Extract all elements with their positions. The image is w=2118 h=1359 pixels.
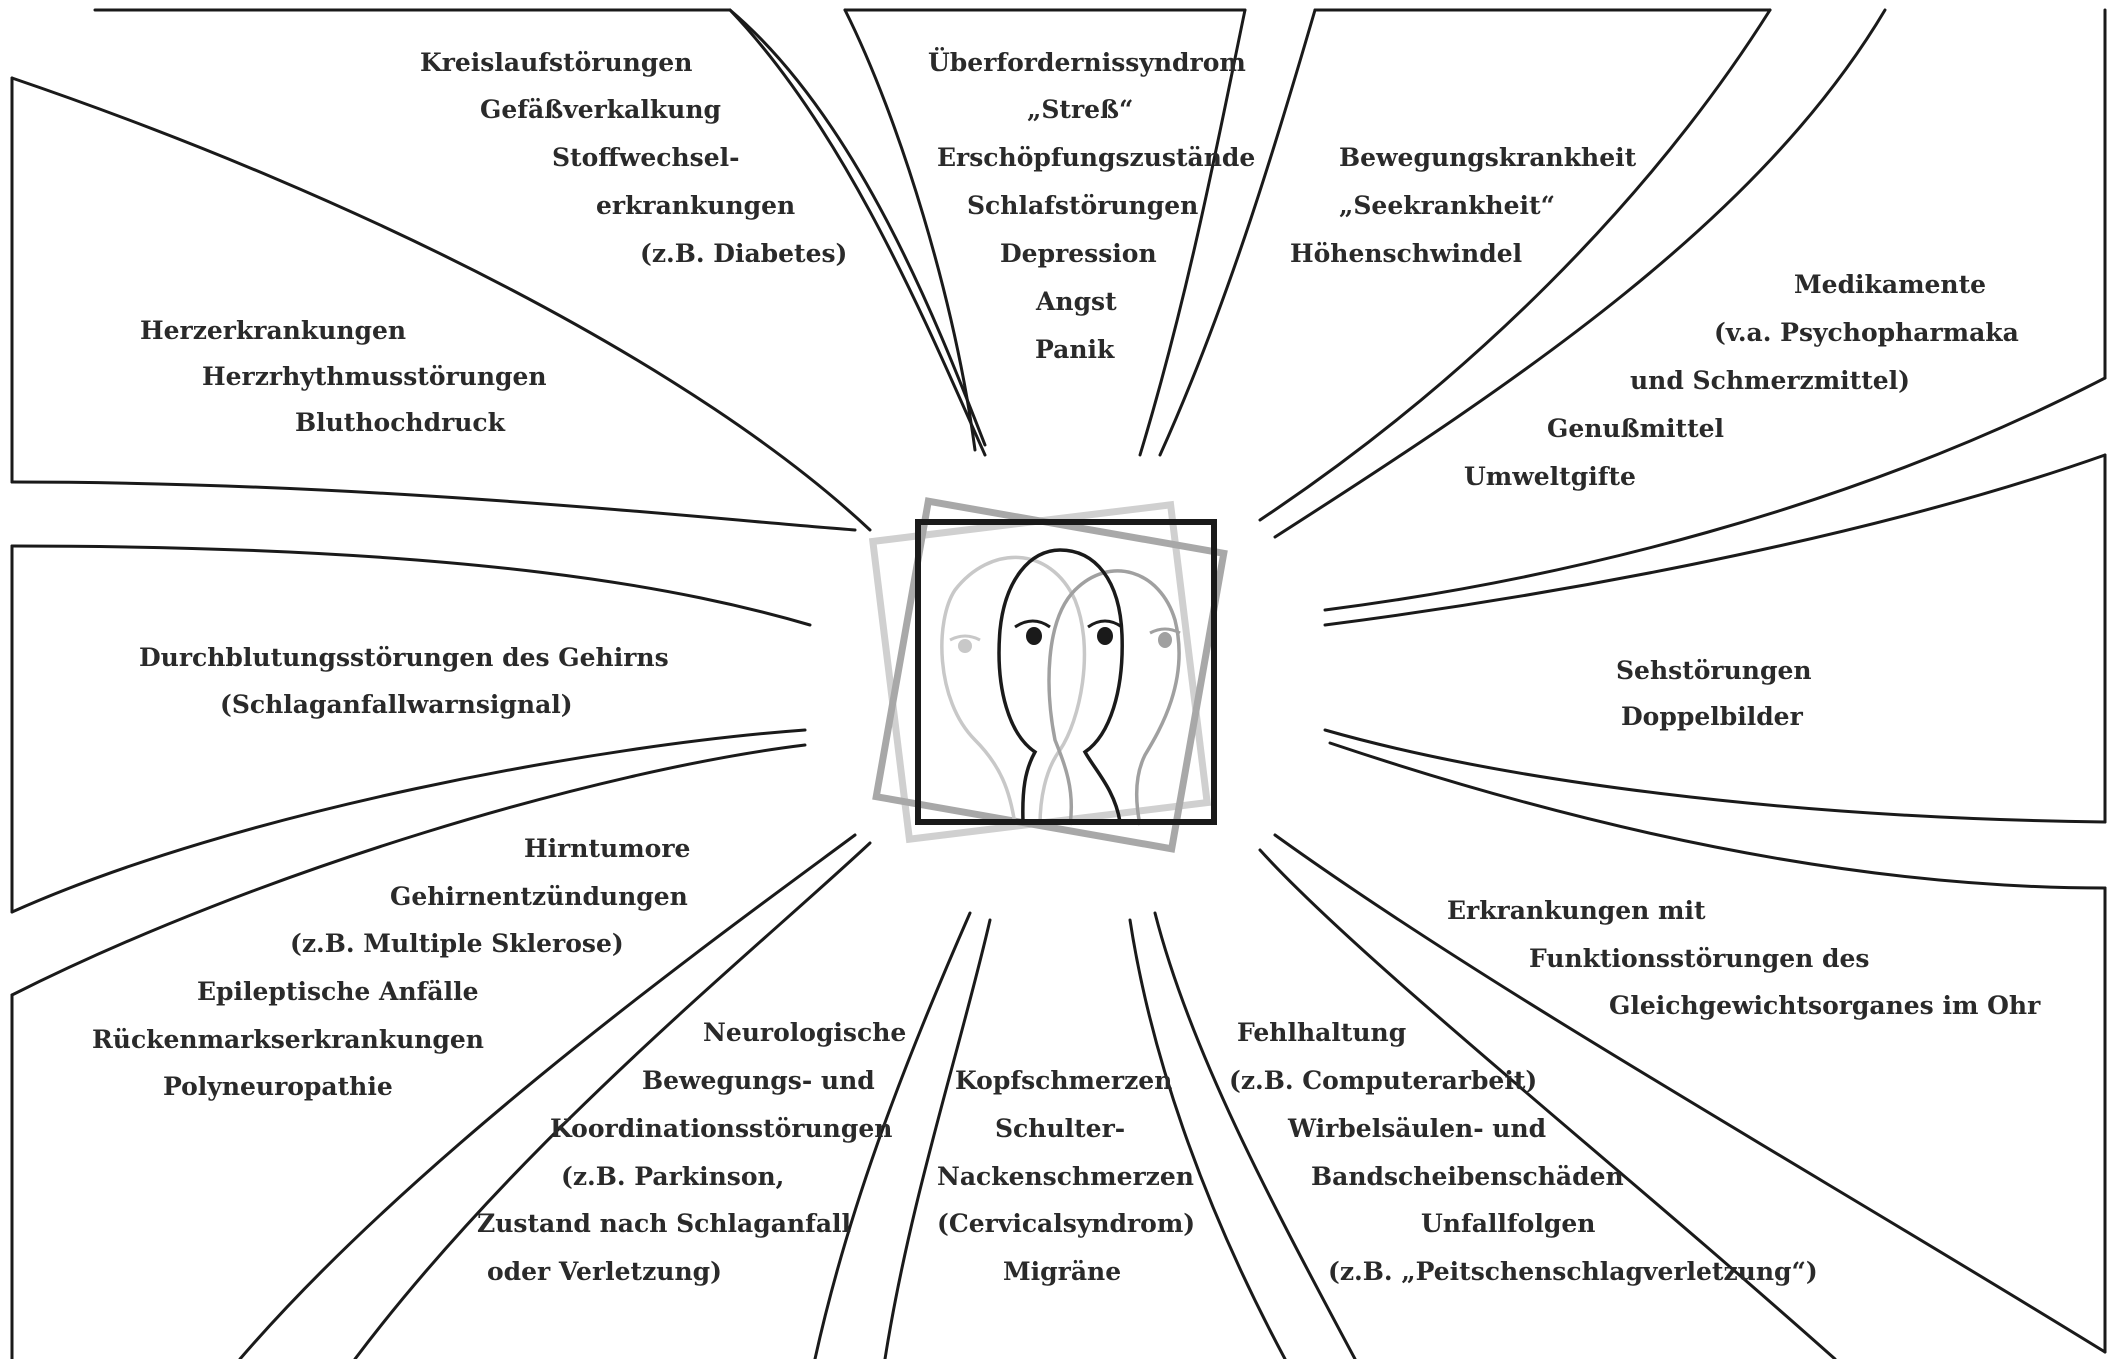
- label-line: Hirntumore: [524, 834, 691, 863]
- label-line: (z.B. Computerarbeit): [1229, 1066, 1538, 1095]
- label-line: Doppelbilder: [1621, 702, 1803, 731]
- label-line: Bandscheibenschäden: [1311, 1162, 1624, 1191]
- label-line: (z.B. Parkinson,: [561, 1162, 785, 1191]
- label-line: „Seekrankheit“: [1339, 191, 1555, 220]
- label-line: Durchblutungsstörungen des Gehirns: [139, 643, 669, 672]
- label-line: Zustand nach Schlaganfall: [477, 1209, 852, 1238]
- label-line: Herzrhythmusstörungen: [202, 362, 547, 391]
- wedge-fehl-left: [1153, 911, 1357, 1359]
- label-line: Erschöpfungszustände: [937, 143, 1256, 172]
- label-line: (z.B. „Peitschenschlagverletzung“): [1328, 1257, 1818, 1286]
- label-line: Herzerkrankungen: [140, 316, 407, 345]
- label-line: Rückenmarkserkrankungen: [92, 1025, 484, 1054]
- wedge-ohr-left: [1328, 741, 2107, 890]
- wedge-kopf-left: [883, 918, 992, 1359]
- label-line: oder Verletzung): [487, 1257, 722, 1286]
- label-line: Medikamente: [1794, 270, 1987, 299]
- label-line: Angst: [1036, 287, 1117, 316]
- label-line: Umweltgifte: [1464, 462, 1636, 491]
- wedge-ohr-top: [1273, 833, 2107, 1354]
- dizziness-faces-icon: [868, 497, 1228, 853]
- label-line: Höhenschwindel: [1290, 239, 1523, 268]
- wedge-herz-bottom: [10, 480, 857, 532]
- wedge-med-bottom: [1323, 376, 2107, 612]
- wedge-fehl-right: [1258, 848, 1837, 1359]
- label-line: (v.a. Psychopharmaka: [1714, 318, 2019, 347]
- label-line: erkrankungen: [596, 191, 796, 220]
- wedge-neuro-bottom: [813, 911, 972, 1359]
- wedge-stress-left: [843, 8, 977, 452]
- label-line: Bluthochdruck: [295, 408, 505, 437]
- wedge-hirn-top: [10, 743, 807, 997]
- label-line: und Schmerzmittel): [1630, 366, 1910, 395]
- label-line: Gehirnentzündungen: [390, 882, 688, 911]
- label-line: Migräne: [1003, 1257, 1122, 1286]
- label-line: (z.B. Diabetes): [640, 239, 848, 268]
- wedge-kreislauf: [93, 8, 987, 447]
- label-line: Stoffwechsel-: [552, 143, 740, 172]
- label-line: Schlafstörungen: [967, 191, 1199, 220]
- label-line: Kreislaufstörungen: [420, 48, 693, 77]
- label-line: Bewegungskrankheit: [1339, 143, 1637, 172]
- wedge-hirn-bottom: [238, 833, 857, 1359]
- face-center: [997, 548, 1124, 823]
- eyes: [949, 619, 1181, 653]
- label-line: Fehlhaltung: [1237, 1018, 1407, 1047]
- label-line: Kopfschmerzen: [955, 1066, 1173, 1095]
- label-line: (Schlaganfallwarnsignal): [220, 690, 573, 719]
- label-line: Panik: [1035, 335, 1115, 364]
- face-right-mid: [1047, 569, 1181, 826]
- label-line: Depression: [1000, 239, 1157, 268]
- face-left-light: [940, 555, 1087, 826]
- label-line: Unfallfolgen: [1421, 1209, 1596, 1238]
- label-line: Epileptische Anfälle: [197, 977, 479, 1006]
- label-line: Funktionsstörungen des: [1529, 944, 1870, 973]
- label-line: (Cervicalsyndrom): [937, 1209, 1196, 1238]
- label-line: (z.B. Multiple Sklerose): [290, 929, 624, 958]
- wedge-kreislauf-right: [728, 8, 987, 457]
- label-line: Schulter-: [995, 1114, 1126, 1143]
- frame-main: [915, 519, 1217, 825]
- wedge-neuro-top: [353, 841, 872, 1359]
- label-line: Bewegungs- und: [642, 1066, 875, 1095]
- label-line: Erkrankungen mit: [1447, 896, 1706, 925]
- wedge-med-top: [1273, 8, 1887, 539]
- label-line: Genußmittel: [1547, 414, 1725, 443]
- wedge-durchblutung-top: [10, 544, 812, 627]
- wedge-bew-right: [1158, 8, 1317, 457]
- wedge-seh-top: [1323, 453, 2107, 627]
- label-line: „Streß“: [1027, 95, 1134, 124]
- label-line: Wirbelsäulen- und: [1288, 1114, 1547, 1143]
- label-line: Überfordernissyndrom: [928, 48, 1246, 77]
- label-line: Koordinationsstörungen: [550, 1114, 893, 1143]
- label-line: Neurologische: [703, 1018, 907, 1047]
- wedge-bew-bottom: [1258, 8, 1772, 522]
- label-line: Polyneuropathie: [163, 1072, 393, 1101]
- wedge-seh-bottom: [1323, 728, 2107, 824]
- label-line: Sehstörungen: [1616, 656, 1812, 685]
- label-line: Nackenschmerzen: [937, 1162, 1194, 1191]
- wedge-kopf-right: [1128, 918, 1287, 1359]
- wedge-stress-right: [1138, 8, 1247, 457]
- wedge-durchblutung-bottom: [10, 728, 807, 914]
- wedge-herz-top: [10, 76, 872, 532]
- label-line: Gefäßverkalkung: [480, 95, 721, 124]
- label-line: Gleichgewichtsorganes im Ohr: [1609, 991, 2041, 1020]
